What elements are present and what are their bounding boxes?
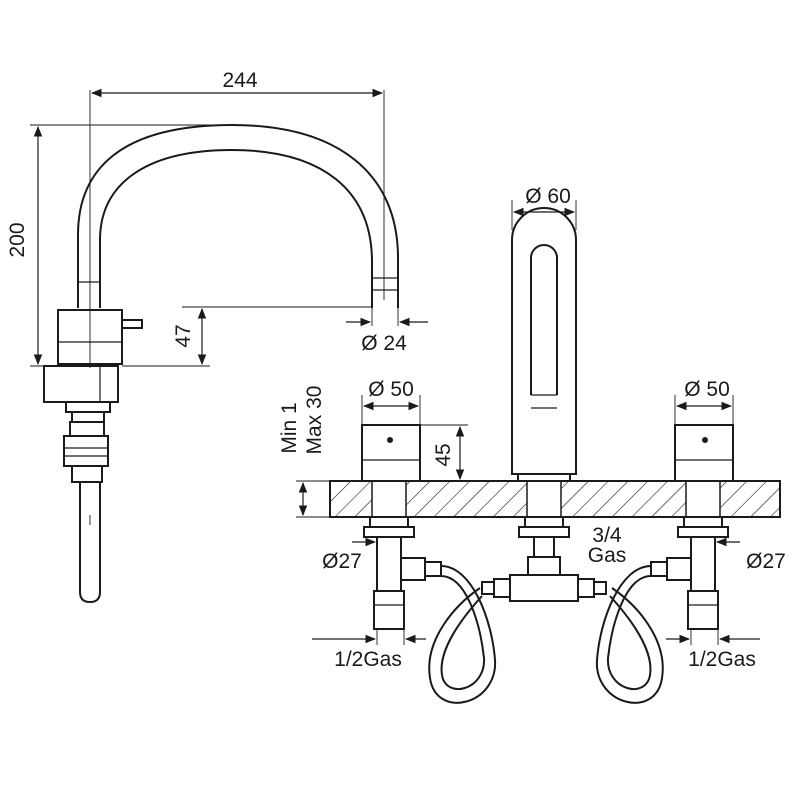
hose-right [595, 565, 664, 704]
dim-inlet-right: 1/2Gas [688, 648, 756, 671]
dim-shank-right-diameter: Ø27 [746, 550, 786, 573]
dim-handle-height: 45 [432, 443, 455, 466]
center-spout [511, 207, 577, 475]
dim-center-body-diameter: Ø 60 [525, 185, 571, 208]
spout-inner-curve [99, 148, 373, 308]
dim-spout-width: 244 [222, 69, 257, 92]
side-hose [79, 482, 101, 604]
shank-center [518, 516, 570, 576]
dim-center-conn-unit: Gas [588, 544, 627, 567]
base-flange [43, 365, 119, 403]
dim-center-conn-size: 3/4 [592, 524, 622, 547]
spout-outer-curve [77, 123, 399, 308]
front-view: Ø 60 Ø 50 Ø 50 45 Min 1 Max 30 Ø27 Ø27 3… [278, 185, 786, 704]
dim-outlet-height: 47 [172, 324, 195, 347]
center-tee [481, 574, 607, 602]
shank-right [677, 516, 729, 630]
hose-left [428, 565, 497, 704]
dim-handle-right-diameter: Ø 50 [684, 378, 730, 401]
dim-deck-min: Min 1 [278, 402, 301, 453]
lever [121, 319, 143, 329]
handle-right [674, 424, 734, 482]
dim-deck-max: Max 30 [303, 386, 326, 455]
dim-handle-left-diameter: Ø 50 [368, 378, 414, 401]
dim-spout-height: 200 [6, 222, 29, 257]
dim-inlet-left: 1/2Gas [334, 648, 402, 671]
handle-left [361, 424, 421, 482]
side-view: 244 200 47 Ø 24 [6, 69, 428, 604]
dim-shank-left-diameter: Ø27 [322, 550, 362, 573]
shank-left [363, 516, 415, 630]
dim-outlet-diameter: Ø 24 [361, 332, 407, 355]
